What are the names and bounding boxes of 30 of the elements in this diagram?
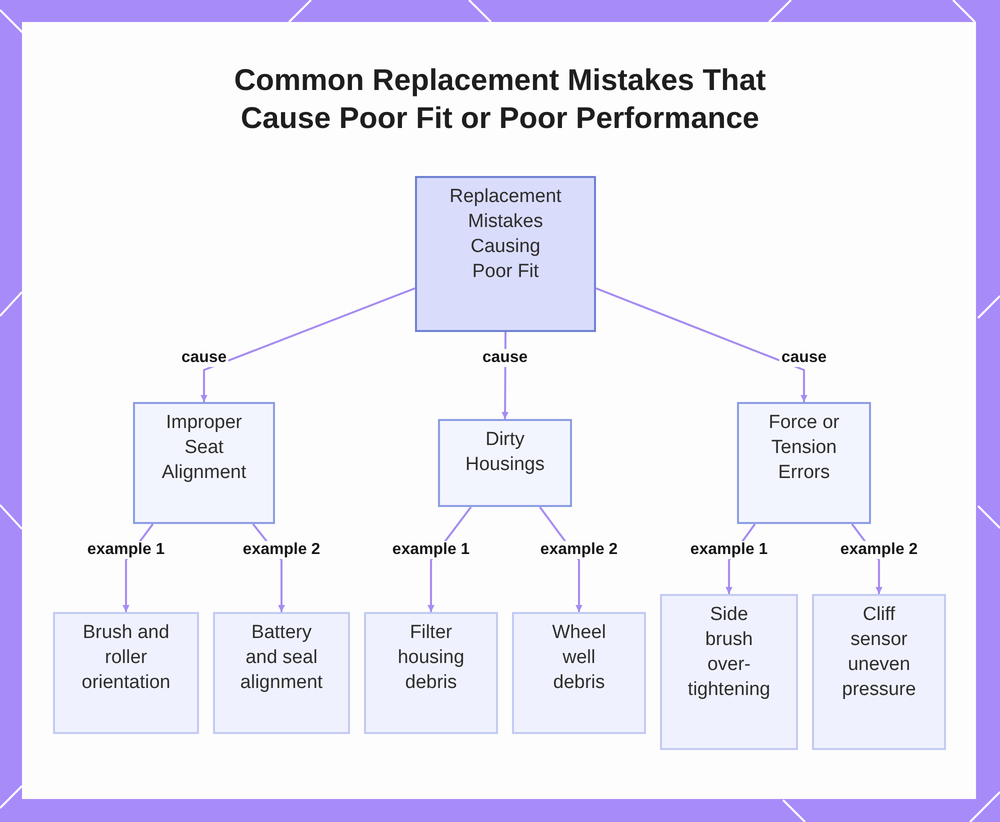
node-text: Improper Seat Alignment (160, 411, 248, 485)
edge-label: example 2 (838, 541, 920, 559)
concept-box (812, 594, 946, 750)
concept-box (415, 176, 596, 332)
edge-label: cause (480, 349, 530, 367)
concept-box (53, 612, 199, 734)
node-text: Cliff sensor uneven pressure (841, 603, 917, 702)
concept-box (438, 419, 572, 507)
edge-label: example 1 (390, 541, 472, 559)
diagram-title: Common Replacement Mistakes That Cause Poor Fit or Poor Performance (233, 63, 767, 137)
node-text: Force or Tension Errors (768, 411, 840, 485)
concept-box (737, 402, 871, 524)
node-text: Battery and seal alignment (239, 621, 324, 695)
node-text: Replacement Mistakes Causing Poor Fit (448, 185, 562, 284)
edge-label: example 1 (85, 541, 167, 559)
node-text: Side brush over-tightening (686, 603, 772, 702)
concept-box (133, 402, 275, 524)
node-text: Dirty Housings (464, 428, 546, 477)
edge-label: example 2 (538, 541, 620, 559)
concept-box (660, 594, 798, 750)
node-text: Brush and roller orientation (80, 621, 172, 695)
concept-box (512, 612, 646, 734)
concept-box (213, 612, 350, 734)
connector-arrow (200, 287, 416, 402)
concept-box (364, 612, 498, 734)
edge-label: example 1 (688, 541, 770, 559)
connector-arrow (596, 287, 808, 402)
node-text: Filter housing debris (396, 621, 466, 695)
node-text: Wheel well debris (551, 621, 607, 695)
edge-label: example 2 (240, 541, 322, 559)
